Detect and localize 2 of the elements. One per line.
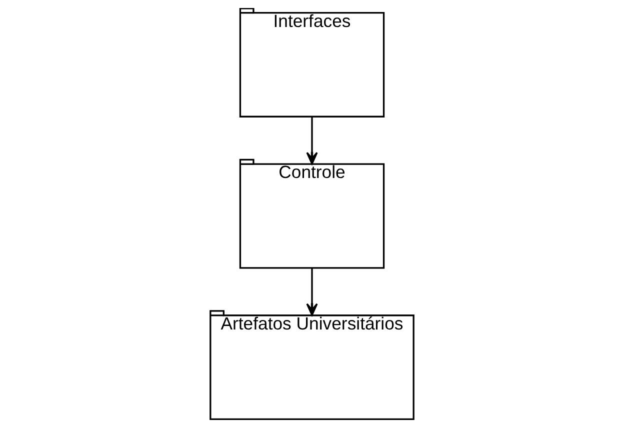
arrow (306, 116, 318, 165)
arrow (306, 268, 318, 316)
